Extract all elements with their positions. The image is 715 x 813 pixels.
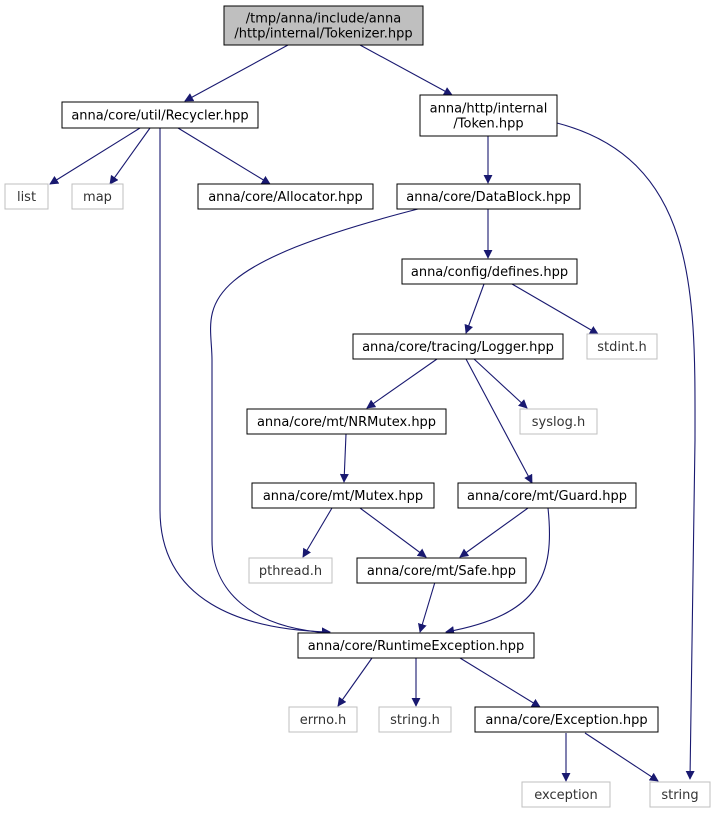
node-label: string.h [390, 713, 440, 728]
node-pthread: pthread.h [248, 557, 333, 584]
edge-runtime-exception [459, 657, 541, 708]
edge-root-token [359, 44, 453, 96]
edge-guard-runtime [445, 507, 551, 635]
edge-mutex-pthread [302, 507, 333, 558]
node-runtime[interactable]: anna/core/RuntimeException.hpp [297, 632, 535, 659]
edge-mutex-safe [359, 507, 427, 558]
node-list: list [4, 183, 49, 210]
node-syslog: syslog.h [519, 408, 598, 435]
edge-defines-stdint [511, 283, 599, 335]
node-label: stdint.h [597, 340, 646, 355]
node-label: anna/config/defines.hpp [411, 265, 568, 280]
edge-token-string [556, 122, 696, 780]
node-box [649, 781, 711, 808]
node-label: pthread.h [259, 564, 322, 579]
nodes: /tmp/anna/include/anna/http/internal/Tok… [4, 5, 711, 808]
edge-recycler-runtime [159, 128, 331, 637]
node-label: string [661, 788, 698, 803]
node-guard[interactable]: anna/core/mt/Guard.hpp [457, 482, 637, 509]
node-recycler[interactable]: anna/core/util/Recycler.hpp [61, 101, 259, 129]
node-label: anna/http/internal [430, 102, 548, 117]
node-box [246, 408, 447, 435]
node-label: anna/core/mt/NRMutex.hpp [257, 415, 436, 430]
node-box [71, 183, 124, 210]
node-defines[interactable]: anna/config/defines.hpp [401, 258, 578, 285]
edge-defines-logger [464, 283, 485, 334]
edge-recycler-list [49, 127, 141, 185]
node-label: /tmp/anna/include/anna [246, 12, 401, 27]
edge-nrmutex-mutex [339, 433, 349, 483]
node-label: syslog.h [532, 415, 585, 430]
node-box [4, 183, 49, 210]
node-label: anna/core/mt/Safe.hpp [367, 564, 516, 579]
edge-recycler-map [109, 127, 151, 185]
node-label: anna/core/mt/Guard.hpp [467, 489, 627, 504]
edge-guard-safe [459, 507, 529, 558]
edge-runtime-errno [337, 657, 373, 707]
edge-recycler-allocator [177, 127, 271, 185]
node-box [474, 706, 659, 733]
node-label: exception [534, 788, 598, 803]
node-box [248, 557, 333, 584]
node-safe[interactable]: anna/core/mt/Safe.hpp [356, 557, 527, 584]
node-label: anna/core/util/Recycler.hpp [71, 109, 248, 124]
node-box [61, 101, 259, 129]
node-datablock[interactable]: anna/core/DataBlock.hpp [396, 183, 581, 210]
node-label: anna/core/RuntimeException.hpp [308, 639, 524, 654]
edge-root-recycler [184, 44, 289, 102]
node-box [457, 482, 637, 509]
edge-exception-string [584, 732, 659, 782]
node-box [223, 5, 424, 46]
node-box [521, 781, 611, 808]
node-map: map [71, 183, 124, 210]
node-box [401, 258, 578, 285]
node-box [586, 333, 658, 360]
node-label: anna/core/DataBlock.hpp [406, 190, 570, 205]
node-box [519, 408, 598, 435]
node-token[interactable]: anna/http/internal/Token.hpp [419, 94, 558, 137]
node-stdint: stdint.h [586, 333, 658, 360]
node-label: anna/core/mt/Mutex.hpp [263, 489, 423, 504]
node-box [197, 183, 374, 210]
node-box [356, 557, 527, 584]
node-logger[interactable]: anna/core/tracing/Logger.hpp [352, 333, 564, 360]
node-box [288, 706, 358, 733]
node-label: anna/core/tracing/Logger.hpp [362, 340, 554, 355]
edge-logger-syslog [473, 358, 528, 409]
node-exception: exception [521, 781, 611, 808]
node-exception-hpp[interactable]: anna/core/Exception.hpp [474, 706, 659, 733]
node-label: anna/core/Allocator.hpp [208, 190, 363, 205]
node-label: /Token.hpp [453, 117, 523, 132]
node-label: errno.h [300, 713, 347, 728]
node-mutex[interactable]: anna/core/mt/Mutex.hpp [251, 482, 435, 509]
edge-logger-nrmutex [366, 358, 438, 409]
node-label: anna/core/Exception.hpp [485, 713, 647, 728]
node-box [378, 706, 452, 733]
node-allocator[interactable]: anna/core/Allocator.hpp [197, 183, 374, 210]
edge-safe-runtime [418, 581, 436, 633]
node-box [396, 183, 581, 210]
node-box [419, 94, 558, 137]
node-label: map [83, 190, 112, 205]
node-errno: errno.h [288, 706, 358, 733]
node-root[interactable]: /tmp/anna/include/anna/http/internal/Tok… [223, 5, 424, 46]
node-label: list [17, 190, 36, 205]
edge-logger-guard [465, 358, 533, 484]
edge-datablock-runtime [210, 208, 419, 637]
node-stringh: string.h [378, 706, 452, 733]
node-box [251, 482, 435, 509]
node-box [297, 632, 535, 659]
node-nrmutex[interactable]: anna/core/mt/NRMutex.hpp [246, 408, 447, 435]
node-string: string [649, 781, 711, 808]
node-label: /http/internal/Tokenizer.hpp [234, 27, 412, 42]
node-box [352, 333, 564, 360]
edges [49, 44, 696, 782]
